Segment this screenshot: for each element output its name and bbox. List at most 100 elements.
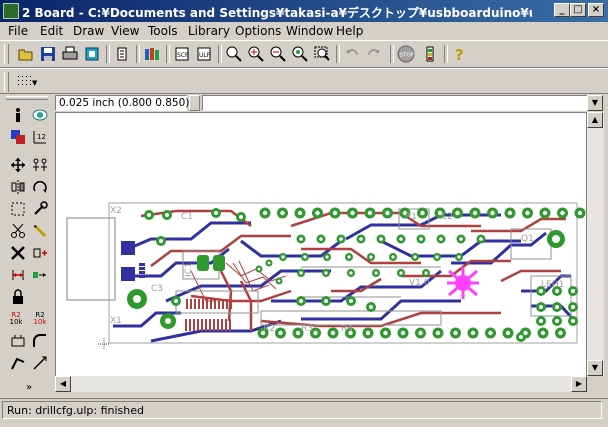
- library-icon[interactable]: [142, 44, 162, 64]
- value-icon-label-top: R2: [35, 311, 45, 319]
- pcb-layout[interactable]: X2 X1 R1 IC1 Q1 LED1 V1.0 R2 R3 R4 C1 C2…: [56, 113, 587, 392]
- zoom-out-icon[interactable]: [268, 44, 288, 64]
- more-tools-chevron-icon[interactable]: »: [25, 381, 33, 393]
- menu-help[interactable]: Help: [336, 24, 364, 38]
- copy-icon[interactable]: [30, 156, 50, 174]
- pinswap-icon[interactable]: [8, 266, 28, 284]
- horizontal-scrollbar[interactable]: ◀ ▶: [55, 376, 587, 392]
- move-icon[interactable]: [8, 156, 28, 174]
- selected-highlight: [447, 267, 479, 299]
- drill-hole: [560, 210, 565, 216]
- help-icon[interactable]: ?: [450, 44, 470, 64]
- script-icon[interactable]: SCR: [172, 44, 192, 64]
- mirror-icon[interactable]: [8, 178, 28, 196]
- split-icon[interactable]: [8, 354, 28, 372]
- redo-icon[interactable]: [364, 44, 384, 64]
- menu-file[interactable]: File: [8, 24, 29, 38]
- label-x1: X1: [110, 316, 122, 326]
- name-icon[interactable]: R2 10k: [6, 310, 26, 328]
- drill-hole: [555, 319, 559, 323]
- drill-hole: [577, 210, 583, 216]
- eagle-app-icon[interactable]: [3, 3, 19, 19]
- label-version: V1.0: [409, 278, 430, 288]
- group-icon[interactable]: [8, 200, 28, 218]
- zoom-fit-icon[interactable]: [224, 44, 244, 64]
- toolbar-grip[interactable]: [4, 44, 9, 64]
- grid-dropdown-arrow[interactable]: ▼: [32, 79, 38, 87]
- scroll-left-button[interactable]: ◀: [55, 376, 71, 392]
- close-button[interactable]: ×: [588, 3, 604, 17]
- rotate-icon[interactable]: [30, 178, 50, 196]
- drill-holes: [147, 210, 583, 339]
- label-c2: C2: [441, 212, 453, 222]
- zoom-in-icon[interactable]: [246, 44, 266, 64]
- cam-processor-icon[interactable]: [82, 44, 102, 64]
- maximize-button[interactable]: □: [570, 3, 586, 17]
- drill-hole: [542, 210, 548, 216]
- scroll-right-button[interactable]: ▶: [571, 376, 587, 392]
- stop-icon[interactable]: STOP: [396, 44, 416, 64]
- drill-hole: [324, 271, 328, 275]
- change-icon[interactable]: [30, 200, 50, 218]
- menu-view[interactable]: View: [111, 24, 140, 38]
- drill-hole: [278, 330, 283, 336]
- vertical-scrollbar[interactable]: ▲ ▼: [587, 112, 604, 392]
- drill-hole: [437, 210, 443, 216]
- label-r3: R3: [301, 324, 313, 334]
- menu-draw[interactable]: Draw: [73, 24, 105, 38]
- menu-library[interactable]: Library: [188, 24, 230, 38]
- add-icon[interactable]: [30, 244, 50, 262]
- drill-hole: [262, 210, 268, 216]
- paste-icon[interactable]: [30, 222, 50, 240]
- toolbar-grip[interactable]: [4, 72, 9, 92]
- drill-hole: [295, 330, 301, 336]
- drill-hole: [571, 319, 575, 323]
- go-icon[interactable]: [420, 44, 440, 64]
- info-icon[interactable]: [8, 106, 28, 124]
- lock-icon[interactable]: [8, 288, 28, 306]
- menu-options[interactable]: Options: [235, 24, 282, 38]
- svg-text:STOP: STOP: [400, 53, 415, 59]
- drill-hole: [350, 210, 355, 216]
- drill-hole: [383, 330, 388, 336]
- undo-icon[interactable]: [342, 44, 362, 64]
- drill-hole: [455, 210, 460, 216]
- redraw-icon[interactable]: [290, 44, 310, 64]
- switch-schematic-icon[interactable]: [112, 44, 132, 64]
- minimize-button[interactable]: _: [554, 3, 570, 17]
- value-icon[interactable]: R2 10k: [30, 310, 50, 328]
- delete-icon[interactable]: [8, 244, 28, 262]
- display-layers-icon[interactable]: [8, 128, 28, 146]
- drill-hole: [299, 271, 303, 275]
- drill-hole: [439, 237, 443, 241]
- print-icon[interactable]: [60, 44, 80, 64]
- scroll-up-button[interactable]: ▲: [587, 112, 603, 128]
- label-r1: R1: [405, 212, 417, 222]
- drill-hole: [505, 330, 511, 336]
- command-dropdown-button[interactable]: ▼: [587, 95, 603, 111]
- optimize-icon[interactable]: [30, 354, 50, 372]
- smash-icon[interactable]: [8, 332, 28, 350]
- scroll-down-button[interactable]: ▼: [587, 360, 603, 376]
- mark-icon[interactable]: 12: [30, 128, 50, 146]
- save-icon[interactable]: [38, 44, 58, 64]
- drill-hole: [507, 210, 513, 216]
- replace-icon[interactable]: [30, 266, 50, 284]
- grid-icon[interactable]: [14, 72, 34, 92]
- drill-hole: [453, 330, 458, 336]
- command-line-input[interactable]: [202, 95, 603, 111]
- drill-hole: [470, 330, 476, 336]
- ulp-icon[interactable]: ULP: [194, 44, 214, 64]
- board-canvas[interactable]: X2 X1 R1 IC1 Q1 LED1 V1.0 R2 R3 R4 C1 C2…: [55, 112, 587, 392]
- miter-icon[interactable]: [30, 332, 50, 350]
- drill-hole: [399, 237, 403, 241]
- menu-tools[interactable]: Tools: [148, 24, 178, 38]
- menu-edit[interactable]: Edit: [40, 24, 64, 38]
- drill-hole: [319, 237, 323, 241]
- show-icon[interactable]: [30, 106, 50, 124]
- menu-window[interactable]: Window: [286, 24, 334, 38]
- cut-icon[interactable]: [8, 222, 28, 240]
- zoom-select-icon[interactable]: [312, 44, 332, 64]
- command-history-button[interactable]: [189, 95, 200, 111]
- open-icon[interactable]: [16, 44, 36, 64]
